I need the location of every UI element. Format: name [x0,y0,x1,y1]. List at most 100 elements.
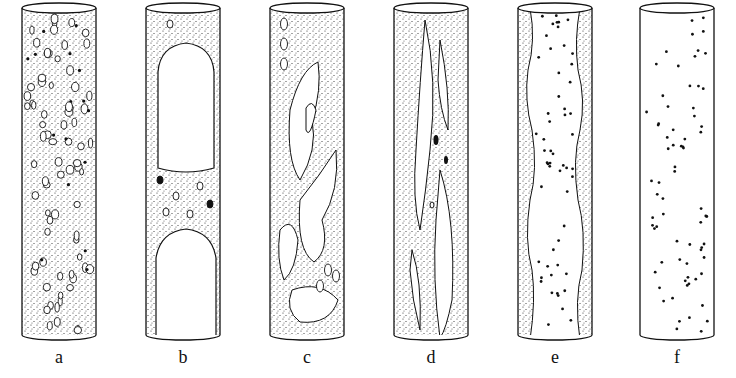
droplet [658,181,661,184]
bubble [44,49,52,58]
bubble [197,182,203,190]
droplet [692,107,695,110]
pipe-end [22,3,96,13]
droplet [684,279,687,282]
pipe-end [22,335,96,340]
droplet [549,162,552,165]
droplet [700,248,703,251]
bubble [80,169,84,175]
bubble [26,57,29,60]
bubble [30,26,34,34]
pipe-outline [22,3,714,340]
bubble [66,102,73,112]
mist-flow [640,8,714,335]
droplet [688,243,691,246]
pipe-end [518,335,592,340]
bubble [55,158,62,167]
annular-mist-flow [518,8,592,335]
droplet [557,26,560,29]
droplet [678,258,681,261]
pipe-wall [517,8,518,335]
droplet [540,185,543,188]
bubble [49,139,57,145]
pipe-wall [219,8,220,335]
droplet [697,49,700,52]
droplet [667,147,670,150]
droplet [556,264,559,267]
droplet [654,271,657,274]
droplet [563,225,566,228]
bubble [73,160,81,167]
droplet [703,256,706,259]
droplet [674,166,677,169]
bubble [87,109,90,112]
droplet [693,115,696,118]
bubble [82,29,89,37]
pipe-end [640,3,714,13]
droplet [662,300,665,303]
droplet [561,308,564,311]
bubble [281,58,288,70]
bubble [51,14,58,23]
droplet [655,63,658,66]
bubble [52,134,55,137]
droplet [535,132,538,135]
droplet [665,50,668,53]
pipe-wall [639,8,640,335]
droplet [702,16,705,19]
bubble [86,265,94,274]
droplet [557,95,560,98]
pipe-end [640,335,714,340]
droplet [571,175,574,178]
droplet [650,180,653,183]
pipe-wall [713,8,714,335]
droplet [691,33,694,36]
droplet [655,225,658,228]
droplet [569,319,572,322]
bubble [87,91,92,100]
droplet [571,167,574,170]
droplet [702,30,705,33]
bubble [317,280,324,292]
droplet [705,215,708,218]
bubble [64,137,67,140]
bubble [44,306,50,314]
droplet [675,328,678,331]
droplet [541,15,544,18]
bubble [163,208,169,216]
droplet [700,272,703,275]
droplet [656,193,659,196]
droplet [688,316,691,319]
bubble [333,270,340,282]
droplet [552,248,555,251]
pipe-end [270,335,344,340]
bubble [207,200,213,208]
droplet [700,330,703,333]
slug-flow [146,8,220,335]
bubble [49,82,53,88]
droplet [547,323,550,326]
droplet [556,21,559,24]
panel-letter: c [303,348,311,366]
droplet [662,197,665,200]
bubble [38,74,46,82]
bubble [47,322,52,330]
panel-letter: d [427,348,436,366]
pipe-wall [145,8,146,335]
droplet [569,81,572,84]
bubble [32,262,39,270]
droplet [672,144,675,147]
droplet [660,261,663,264]
bubble [27,83,34,90]
droplet [570,63,573,66]
droplet [704,52,707,55]
droplet [703,243,706,246]
pipe-wall [21,8,22,335]
bubble [325,264,332,276]
droplet [557,239,560,242]
droplet [545,34,548,37]
pipe-wall [343,8,344,335]
droplet [549,150,552,153]
pipe-wall [269,8,270,335]
droplet [689,85,692,88]
